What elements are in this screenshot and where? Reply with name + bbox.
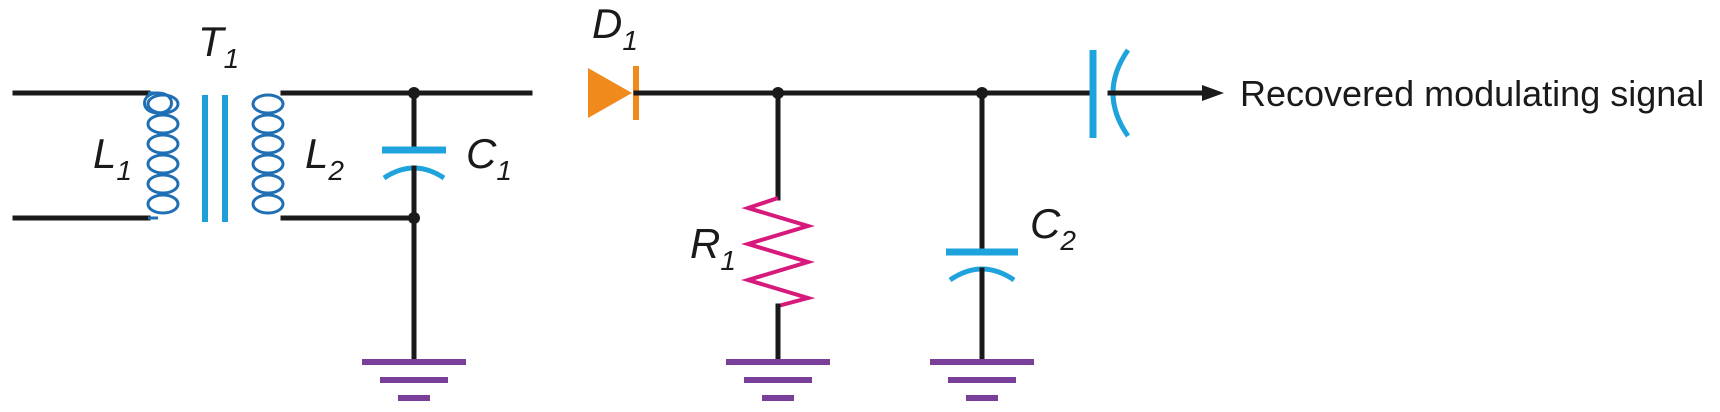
label-d1: D1 [592,0,638,56]
ground-symbol-1 [362,359,466,401]
ground-symbol-2 [726,359,830,401]
output-arrow [1202,85,1224,101]
node-c2 [976,87,988,99]
primary-coil-l1 [143,91,180,220]
label-c1: C1 [466,130,512,186]
node-c1-bottom [408,212,420,224]
node-c1-top [408,87,420,99]
resistor-r1 [741,196,816,308]
node-r1 [772,87,784,99]
ground-symbol-3 [930,359,1034,401]
secondary-coil-l2 [251,93,285,215]
label-l2: L2 [305,130,344,186]
diode-d1 [588,68,632,118]
label-t1: T1 [198,18,239,74]
output-label: Recovered modulating signal [1240,73,1704,114]
label-l1: L1 [93,130,132,186]
label-c2: C2 [1030,200,1076,256]
label-r1: R1 [690,220,736,276]
